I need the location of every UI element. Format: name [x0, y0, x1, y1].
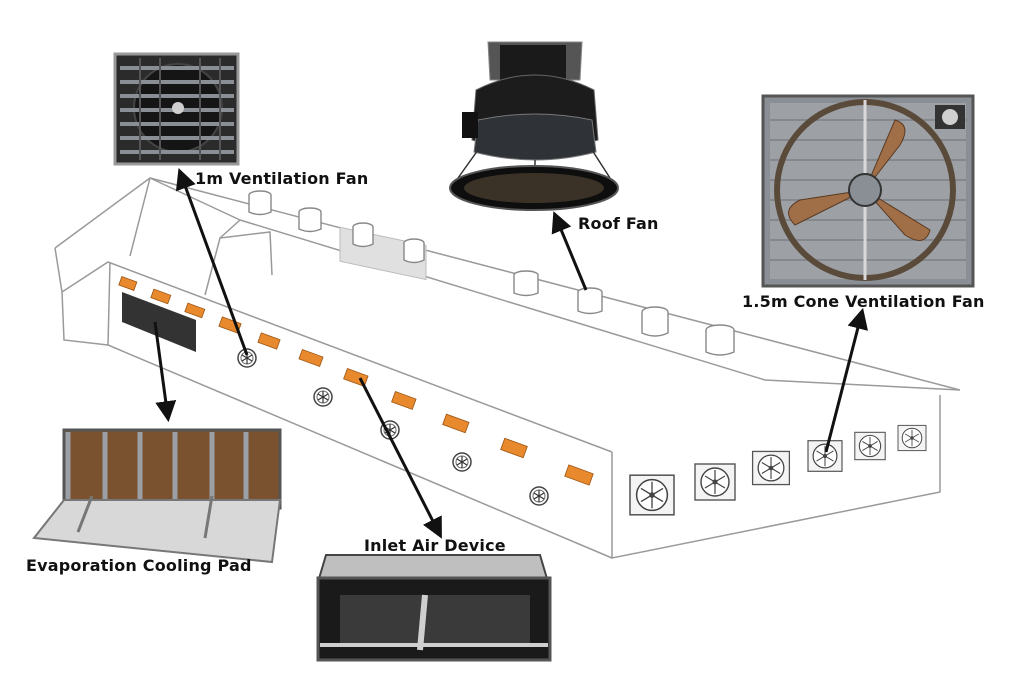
end-wall-box-fan	[629, 474, 675, 516]
inlet-slot	[500, 437, 528, 459]
front-eave	[61, 261, 613, 453]
photo-evaporation-cooling-pad	[32, 428, 282, 564]
arrow-inlet-air	[358, 377, 442, 539]
arrow-cone-fan	[824, 307, 868, 453]
roof-line-mid	[219, 219, 241, 239]
roof-chimney	[248, 190, 272, 216]
roof-chimney	[352, 222, 374, 248]
photo-1m-ventilation-fan	[113, 52, 240, 166]
inlet-slot	[118, 275, 138, 291]
inlet-slot	[442, 413, 470, 434]
side-wall-fan	[313, 387, 333, 407]
inlet-slot	[184, 302, 206, 319]
left-wall	[61, 291, 109, 346]
label-1m-ventilation-fan: 1m Ventilation Fan	[195, 169, 369, 188]
end-wall-box-fan	[694, 463, 736, 501]
roof-chimney	[298, 207, 322, 233]
end-wall-box-fan	[854, 431, 886, 461]
side-wall-fan	[452, 452, 472, 472]
inlet-slot	[218, 316, 242, 334]
label-cone-ventilation-fan: 1.5m Cone Ventilation Fan	[742, 292, 985, 311]
left-gable	[54, 177, 151, 293]
photo-inlet-air-device	[316, 554, 552, 662]
arrow-cooling-pad	[153, 321, 177, 423]
end-wall-box-fan	[807, 440, 843, 472]
label-roof-fan: Roof Fan	[578, 214, 659, 233]
roof-chimneys	[248, 190, 735, 356]
end-wall-box-fan	[897, 424, 927, 452]
roof-ridge-back	[149, 177, 241, 221]
end-wall-box-fan	[751, 450, 791, 486]
roof-chimney	[513, 270, 539, 297]
roof-chimney	[577, 287, 603, 315]
roof-chimney	[705, 324, 735, 356]
roof-chimney	[641, 306, 669, 337]
inlet-slot	[257, 332, 281, 350]
label-evaporation-cooling-pad: Evaporation Cooling Pad	[26, 556, 252, 575]
arrow-1m-fan	[175, 168, 249, 356]
roof-chimney	[403, 238, 425, 264]
photo-roof-fan	[449, 41, 619, 211]
side-wall-fan	[529, 486, 549, 506]
inner-opening	[204, 231, 273, 296]
arrow-roof-fan	[551, 211, 588, 291]
end-wall	[611, 395, 941, 559]
inlet-slot	[150, 288, 172, 305]
inlet-slot	[391, 391, 417, 410]
label-inlet-air-device: Inlet Air Device	[364, 536, 506, 555]
photo-cone-ventilation-fan	[761, 94, 975, 288]
pointer-arrows	[153, 168, 868, 539]
inlet-slot	[298, 349, 324, 367]
wall-cooling-pad	[122, 292, 196, 352]
inlet-slot	[564, 464, 594, 486]
